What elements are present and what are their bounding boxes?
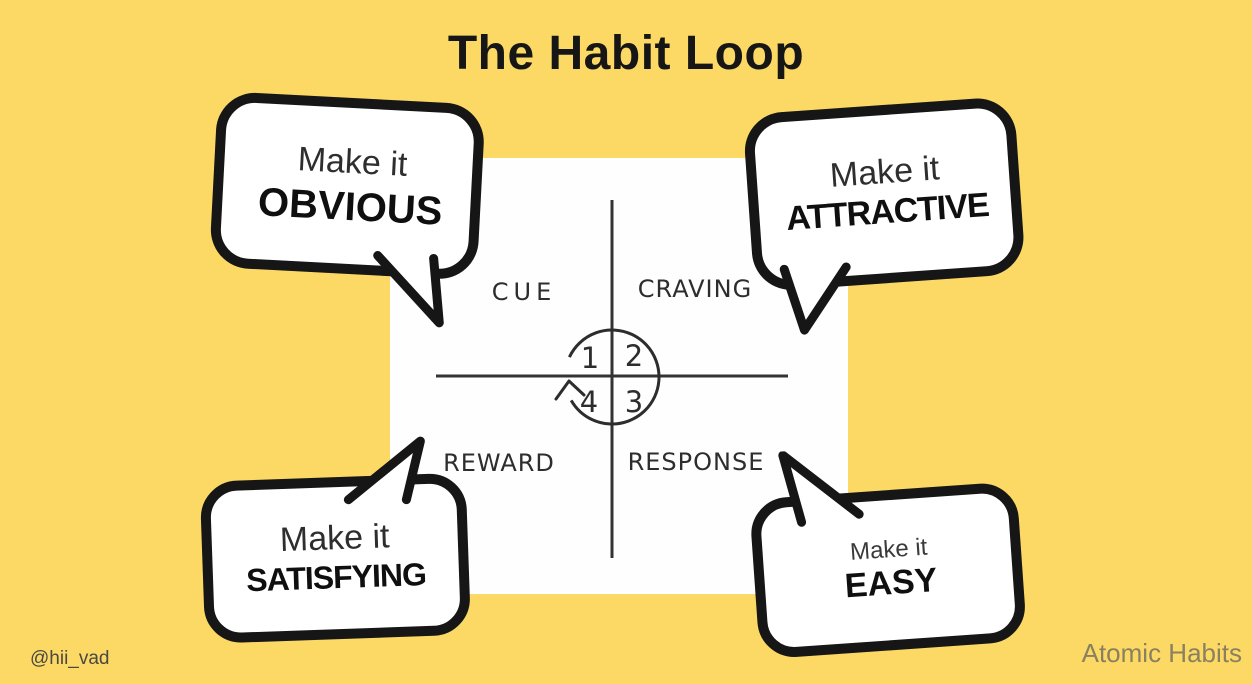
habit-loop-diagram: 1 2 3 4 CUE CRAVING REWARD RESPONSE bbox=[436, 200, 788, 558]
bubble-line-attractive: ATTRACTIVE bbox=[784, 186, 990, 239]
loop-circle bbox=[563, 328, 661, 426]
step-number-2: 2 bbox=[625, 339, 643, 373]
bubble-line-make-it: Make it bbox=[279, 517, 391, 560]
speech-bubble-outline bbox=[210, 92, 484, 328]
bubble-line-make-it: Make it bbox=[296, 140, 409, 185]
bubble-line-satisfying: SATISFYING bbox=[245, 556, 427, 599]
step-number-1: 1 bbox=[581, 341, 599, 375]
speech-bubble-obvious: Make it OBVIOUS bbox=[204, 89, 496, 333]
page-title: The Habit Loop bbox=[447, 27, 805, 80]
loop-arrow-icon bbox=[554, 379, 586, 401]
credit-text: Atomic Habits bbox=[1081, 638, 1242, 668]
quadrant-label-reward: REWARD bbox=[443, 449, 555, 477]
step-number-4: 4 bbox=[580, 385, 598, 419]
speech-bubble-attractive: Make it ATTRACTIVE bbox=[737, 90, 1038, 349]
step-number-3: 3 bbox=[625, 385, 643, 419]
speech-bubble-outline bbox=[200, 436, 470, 643]
speech-bubble-outline bbox=[744, 98, 1024, 335]
quadrant-label-response: RESPONSE bbox=[628, 448, 765, 476]
watermark-handle: @hii_vad bbox=[30, 648, 110, 669]
quadrant-label-cue: CUE bbox=[492, 278, 557, 306]
speech-bubble-outline bbox=[751, 450, 1025, 657]
speech-bubble-easy: Make it EASY bbox=[741, 434, 1044, 674]
quadrant-label-craving: CRAVING bbox=[638, 275, 752, 303]
bubble-line-obvious: OBVIOUS bbox=[256, 179, 444, 234]
bubble-line-easy: EASY bbox=[843, 561, 939, 606]
speech-bubble-satisfying: Make it SATISFYING bbox=[194, 431, 487, 663]
